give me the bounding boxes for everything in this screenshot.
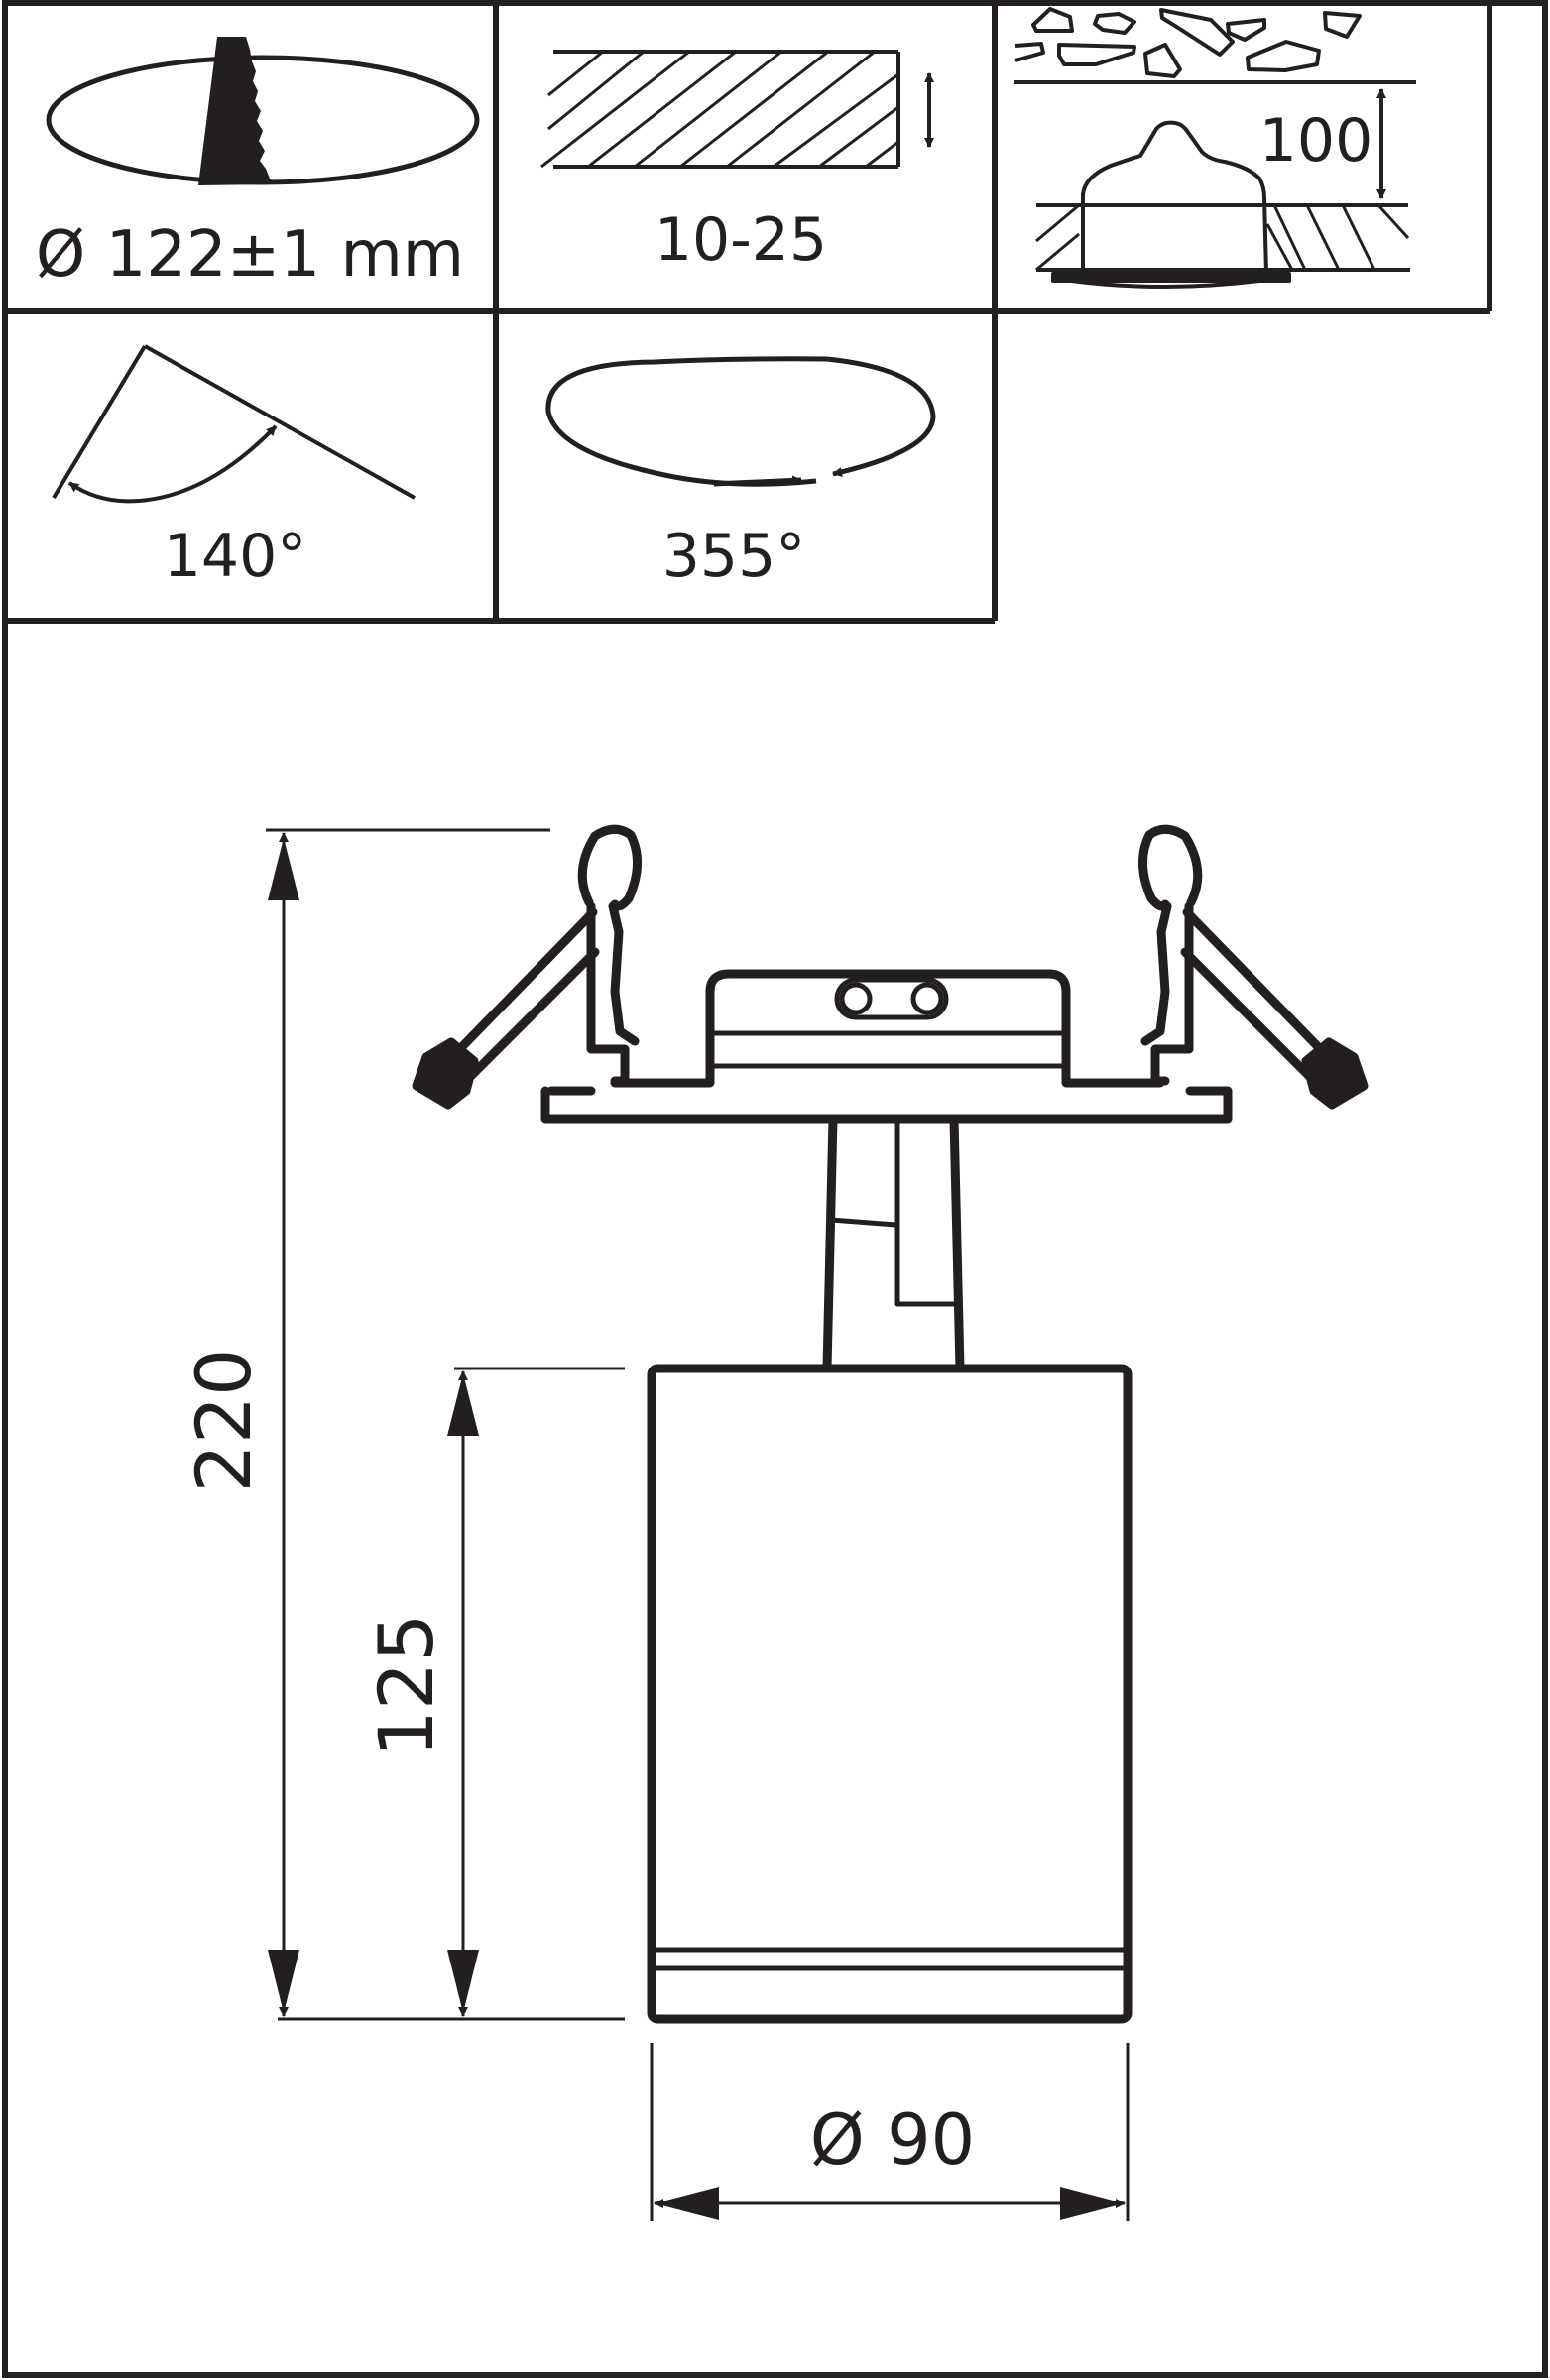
icon-grid bbox=[5, 3, 1492, 624]
clearance-label: 100 bbox=[1259, 106, 1373, 176]
rotation-icon bbox=[545, 356, 936, 487]
left-spring-clip bbox=[412, 824, 643, 1110]
ceiling-thickness-icon bbox=[540, 50, 934, 169]
rotation-label: 355° bbox=[662, 522, 806, 591]
saw-cutout-icon bbox=[46, 37, 480, 185]
luminaire-side-view bbox=[412, 824, 1369, 2024]
total-height-label: 220 bbox=[179, 1348, 268, 1491]
tilt-angle-icon bbox=[52, 344, 416, 504]
dimension-lines bbox=[266, 828, 1130, 2221]
right-spring-clip bbox=[1137, 824, 1369, 1110]
housing-diameter-label: Ø 90 bbox=[810, 2099, 975, 2181]
insulation-clearance-icon bbox=[1014, 7, 1416, 289]
cutout-label: Ø 122±1 mm bbox=[36, 218, 464, 292]
tilt-label: 140° bbox=[164, 522, 307, 591]
ceiling-thickness-label: 10-25 bbox=[655, 205, 827, 275]
housing-height-label: 125 bbox=[362, 1613, 450, 1757]
